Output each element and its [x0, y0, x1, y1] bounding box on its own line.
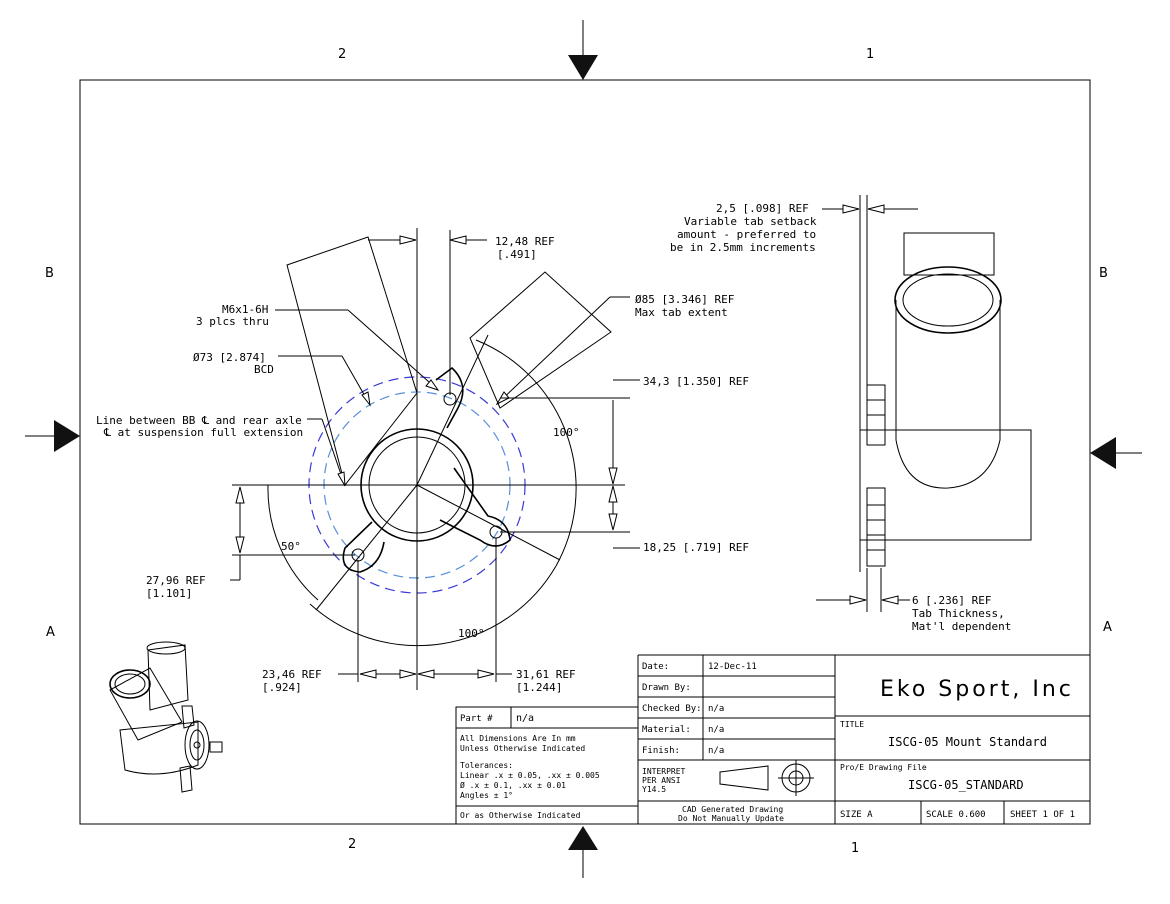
bottom-center-mark-icon: [568, 826, 598, 850]
down-tube-outline: [469, 271, 612, 409]
drawing-title: ISCG-05 Mount Standard: [888, 735, 1047, 749]
drawing-file: ISCG-05_STANDARD: [908, 778, 1024, 792]
title-block: Date: 12-Dec-11 Drawn By: Checked By: n/…: [455, 654, 1090, 825]
title-label: TITLE: [840, 720, 864, 729]
drawing-border: [79, 79, 1091, 825]
third-angle-projection-icon: [719, 760, 814, 796]
dim-27-96-in: [1.101]: [146, 587, 192, 600]
dim-31-61: 31,61 REF: [516, 668, 576, 681]
zone-right-upper: B: [1099, 266, 1108, 281]
dim-85-note: Max tab extent: [635, 306, 728, 319]
zone-right-lower: A: [1103, 620, 1112, 635]
dim-34-3: 34,3 [1.350] REF: [643, 375, 749, 388]
line-note-2: ℄ at suspension full extension: [103, 426, 303, 439]
seat-tube-outline: [286, 236, 418, 487]
dim-12-48-in: [.491]: [497, 248, 537, 261]
tolerance-linear: Linear .x ± 0.05, .xx ± 0.005: [460, 771, 600, 780]
dim-23-46-in: [.924]: [262, 681, 302, 694]
setback-note-1: Variable tab setback: [684, 215, 817, 228]
finish-label: Finish:: [642, 746, 680, 756]
thickness-note-2: Mat'l dependent: [912, 620, 1011, 633]
dim-23-46: 23,46 REF: [262, 668, 322, 681]
angle-100-bottom: 100°: [458, 627, 485, 640]
thread-note: 3 plcs thru: [196, 315, 269, 328]
dim-6: 6 [.236] REF: [912, 594, 991, 607]
dim-2-5: 2,5 [.098] REF: [716, 202, 809, 215]
zone-top-left: 2: [338, 47, 346, 62]
line-note-1: Line between BB ℄ and rear axle: [96, 414, 302, 427]
zone-top-right: 1: [866, 47, 874, 62]
date-value: 12-Dec-11: [708, 662, 757, 672]
date-label: Date:: [642, 662, 669, 672]
zone-bottom-right: 1: [851, 841, 859, 856]
part-label: Part #: [460, 714, 493, 724]
right-center-mark-icon: [1090, 437, 1116, 469]
dim-27-96: 27,96 REF: [146, 574, 206, 587]
cad-note-2: Do Not Manually Update: [678, 814, 784, 823]
material-value: n/a: [708, 725, 724, 735]
sheet-number: SHEET 1 OF 1: [1010, 810, 1075, 820]
front-view: 12,48 REF [.491] Ø85 [3.346] REF Max tab…: [96, 228, 749, 694]
zone-left-lower: A: [46, 625, 55, 640]
tolerance-label: Tolerances:: [460, 761, 513, 770]
finish-value: n/a: [708, 746, 724, 756]
sheet-size: SIZE A: [840, 810, 873, 820]
dim-85: Ø85 [3.346] REF: [635, 293, 734, 306]
left-center-mark-icon: [54, 420, 80, 452]
dims-note-2: Unless Otherwise Indicated: [460, 744, 585, 753]
dim-12-48: 12,48 REF: [495, 235, 555, 248]
setback-note-2: amount - preferred to: [677, 228, 816, 241]
checked-label: Checked By:: [642, 704, 702, 714]
interpret-3: Y14.5: [642, 785, 666, 794]
thread-spec: M6x1-6H: [222, 303, 268, 316]
zone-left-upper: B: [45, 266, 54, 281]
sheet-scale: SCALE 0.600: [926, 810, 986, 820]
thickness-note-1: Tab Thickness,: [912, 607, 1005, 620]
cad-note-1: CAD Generated Drawing: [682, 805, 783, 814]
tolerance-diameter: Ø .x ± 0.1, .xx ± 0.01: [460, 780, 566, 790]
file-label: Pro/E Drawing File: [840, 763, 927, 772]
top-center-mark-icon: [568, 55, 598, 80]
checked-value: n/a: [708, 704, 724, 714]
side-view: 2,5 [.098] REF Variable tab setback amou…: [670, 195, 1032, 633]
company-name: Eko Sport, Inc: [880, 677, 1074, 702]
dim-73-note: BCD: [254, 363, 274, 376]
interpret-2: PER ANSI: [642, 776, 681, 785]
dim-31-61-in: [1.244]: [516, 681, 562, 694]
isometric-view: [109, 641, 223, 793]
dims-note-1: All Dimensions Are In mm: [460, 734, 576, 743]
drawn-label: Drawn By:: [642, 683, 691, 693]
dim-73: Ø73 [2.874]: [193, 351, 266, 364]
part-value: n/a: [516, 713, 534, 724]
angle-50: 50°: [281, 540, 301, 553]
dim-18-25: 18,25 [.719] REF: [643, 541, 749, 554]
tolerance-angle: Angles ± 1°: [460, 791, 513, 800]
interpret-1: INTERPRET: [642, 767, 686, 776]
zone-bottom-left: 2: [348, 837, 356, 852]
centering-marks: [25, 20, 1142, 878]
otherwise-note: Or as Otherwise Indicated: [460, 811, 581, 820]
setback-note-3: be in 2.5mm increments: [670, 241, 816, 254]
angle-100-right: 100°: [553, 426, 580, 439]
material-label: Material:: [642, 725, 691, 735]
